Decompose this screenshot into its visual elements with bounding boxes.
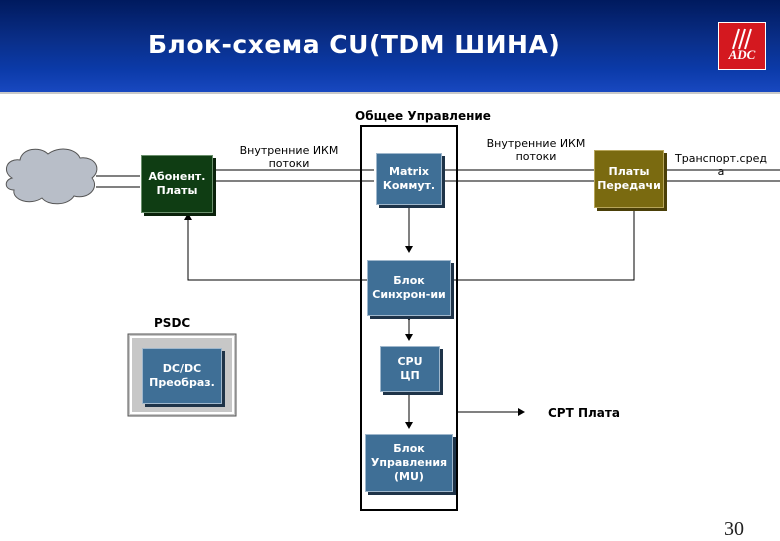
logo-slashes-icon: [732, 28, 752, 50]
cpt-board-label: CPT Плата: [548, 406, 620, 420]
header-divider: [0, 92, 780, 94]
adc-logo: ADC: [718, 22, 766, 70]
psdc-frame-inner: [130, 336, 234, 414]
internal-streams-left-label: Внутренние ИКМ потоки: [239, 144, 339, 170]
matrix-switch-box: Matrix Коммут.: [376, 153, 442, 205]
sync-block-box: Блок Синхрон-ии: [367, 260, 451, 316]
slide-header: [0, 0, 780, 92]
transmission-boards-box: Платы Передачи: [594, 150, 664, 208]
dcdc-converter-box: DC/DC Преобраз.: [142, 348, 222, 404]
general-control-label: Общее Управление: [355, 109, 491, 123]
cpu-box: CPU ЦП: [380, 346, 440, 392]
logo-text: ADC: [728, 47, 756, 62]
page-number: 30: [724, 518, 744, 540]
subscriber-boards-box: Абонент. Платы: [141, 155, 213, 213]
internal-streams-right-label: Внутренние ИКМ потоки: [486, 137, 586, 163]
slide-title: Блок-схема CU(TDM ШИНА): [148, 30, 561, 59]
psdc-label: PSDC: [154, 316, 191, 330]
transport-media-label: Транспорт.сред а: [675, 152, 767, 178]
cloud-icon: [5, 148, 98, 205]
management-block-box: Блок Управления (MU): [365, 434, 453, 492]
general-control-frame: [360, 125, 458, 511]
